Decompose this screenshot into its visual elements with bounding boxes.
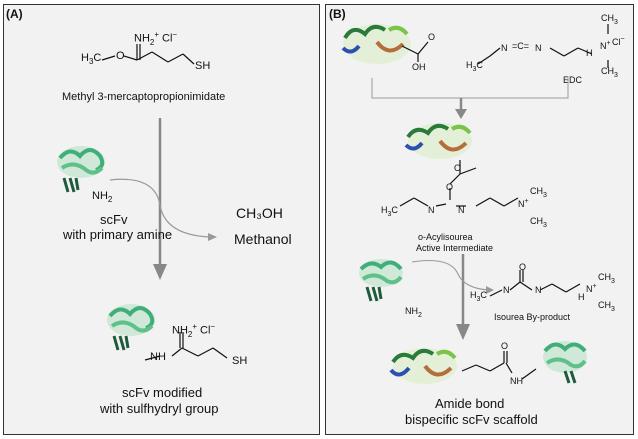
- intermediate-bonds: [399, 160, 519, 207]
- isourea-bonds: [489, 270, 581, 297]
- amide-o: O: [501, 341, 509, 351]
- intermediate-ch3-bottom: CH: [530, 216, 543, 226]
- carboxyl-bonds: [401, 41, 429, 62]
- scfv-b-amine: NH: [405, 306, 418, 316]
- bispecific-left-protein-icon: [389, 348, 457, 384]
- bispecific-right-protein-icon: [543, 341, 587, 384]
- intermediate-h3c: H: [381, 205, 388, 215]
- byproduct-formula: CH₃OH: [236, 205, 283, 221]
- edc-nplus: N: [600, 41, 607, 51]
- product-label-1: scFv modified: [122, 385, 203, 400]
- edc-n2: N: [535, 43, 542, 53]
- reagent-cl: Cl: [162, 32, 173, 45]
- final-product-label-2: bispecific scFv scaffold: [405, 412, 538, 427]
- amide-nh: NH: [510, 376, 523, 386]
- edc-h: H: [586, 48, 593, 58]
- scfv-amine: NH: [92, 190, 108, 202]
- product-structure: [144, 332, 228, 361]
- reagent-h3c: H: [81, 52, 89, 64]
- product-label-2: with sulfhydryl group: [100, 401, 219, 416]
- panel-b-side-arrow: [411, 259, 494, 294]
- product-nh2: NH: [172, 324, 188, 337]
- intermediate-n2: N: [458, 205, 465, 215]
- scfv-label-1: scFv: [100, 212, 128, 227]
- byproduct-name: Methanol: [234, 231, 292, 247]
- modified-scfv-protein-icon: [107, 304, 155, 351]
- edc-n1: N: [501, 43, 508, 53]
- isourea-h: H: [578, 292, 585, 302]
- product-sh: SH: [232, 355, 248, 367]
- amide-bonds: [461, 351, 537, 380]
- intermediate-o: O: [446, 182, 454, 192]
- carboxyl-o: O: [428, 32, 436, 42]
- final-product-label-1: Amide bond: [435, 396, 505, 411]
- product-cl: Cl: [200, 324, 211, 337]
- panel-a: [3, 4, 320, 435]
- edc-ch3-bottom: CH: [601, 66, 614, 76]
- panel-a-label: (A): [6, 7, 23, 21]
- panel-a-side-arrow: [109, 178, 217, 241]
- intermediate-ch3-top: CH: [530, 186, 543, 196]
- isourea-label: Isourea By-product: [494, 312, 571, 322]
- product-nh: NH: [150, 351, 166, 363]
- scfv-amine-protein-icon: [359, 259, 403, 302]
- panel-b-main-arrow: [456, 254, 470, 340]
- reagent-nh2: NH: [134, 32, 150, 45]
- isourea-nplus: N: [586, 284, 593, 294]
- scfv-carboxyl-protein-icon: [341, 24, 411, 64]
- edc-cl: Cl: [612, 37, 621, 47]
- panel-b-merge-arrow: [371, 78, 569, 119]
- edc-h3c: H: [466, 60, 473, 70]
- scfv-label-2: with primary amine: [63, 227, 173, 242]
- edc-carbodiimide: =C=: [512, 41, 530, 51]
- edc-ch3-top: CH: [601, 13, 614, 23]
- isourea-h3c: H: [470, 290, 477, 300]
- panel-a-main-arrow: [153, 118, 167, 280]
- panel-b-label: (B): [329, 7, 346, 21]
- scfv-protein-icon: [57, 146, 105, 193]
- reagent-name: Methyl 3-mercaptopropionimidate: [62, 91, 226, 103]
- reagent-structure: [101, 44, 195, 65]
- edc-bonds: [477, 24, 609, 68]
- isourea-ch3-top: CH: [598, 272, 611, 282]
- isourea-n1: N: [503, 285, 510, 295]
- carboxyl-oh: OH: [412, 62, 426, 72]
- isourea-ch3-bottom: CH: [598, 300, 611, 310]
- isourea-n2: N: [535, 285, 542, 295]
- intermediate-label-1: o-Acylisourea: [418, 232, 473, 242]
- intermediate-label-2: Active Intermediate: [416, 243, 494, 253]
- intermediate-n1: N: [428, 205, 435, 215]
- reagent-o: O: [116, 50, 125, 62]
- intermediate-o2: O: [454, 163, 462, 173]
- reagent-sh: SH: [195, 60, 211, 72]
- intermediate-nplus: N: [518, 199, 525, 209]
- edc-label: EDC: [563, 75, 583, 85]
- intermediate-protein-icon: [404, 123, 472, 159]
- isourea-o: O: [519, 262, 527, 272]
